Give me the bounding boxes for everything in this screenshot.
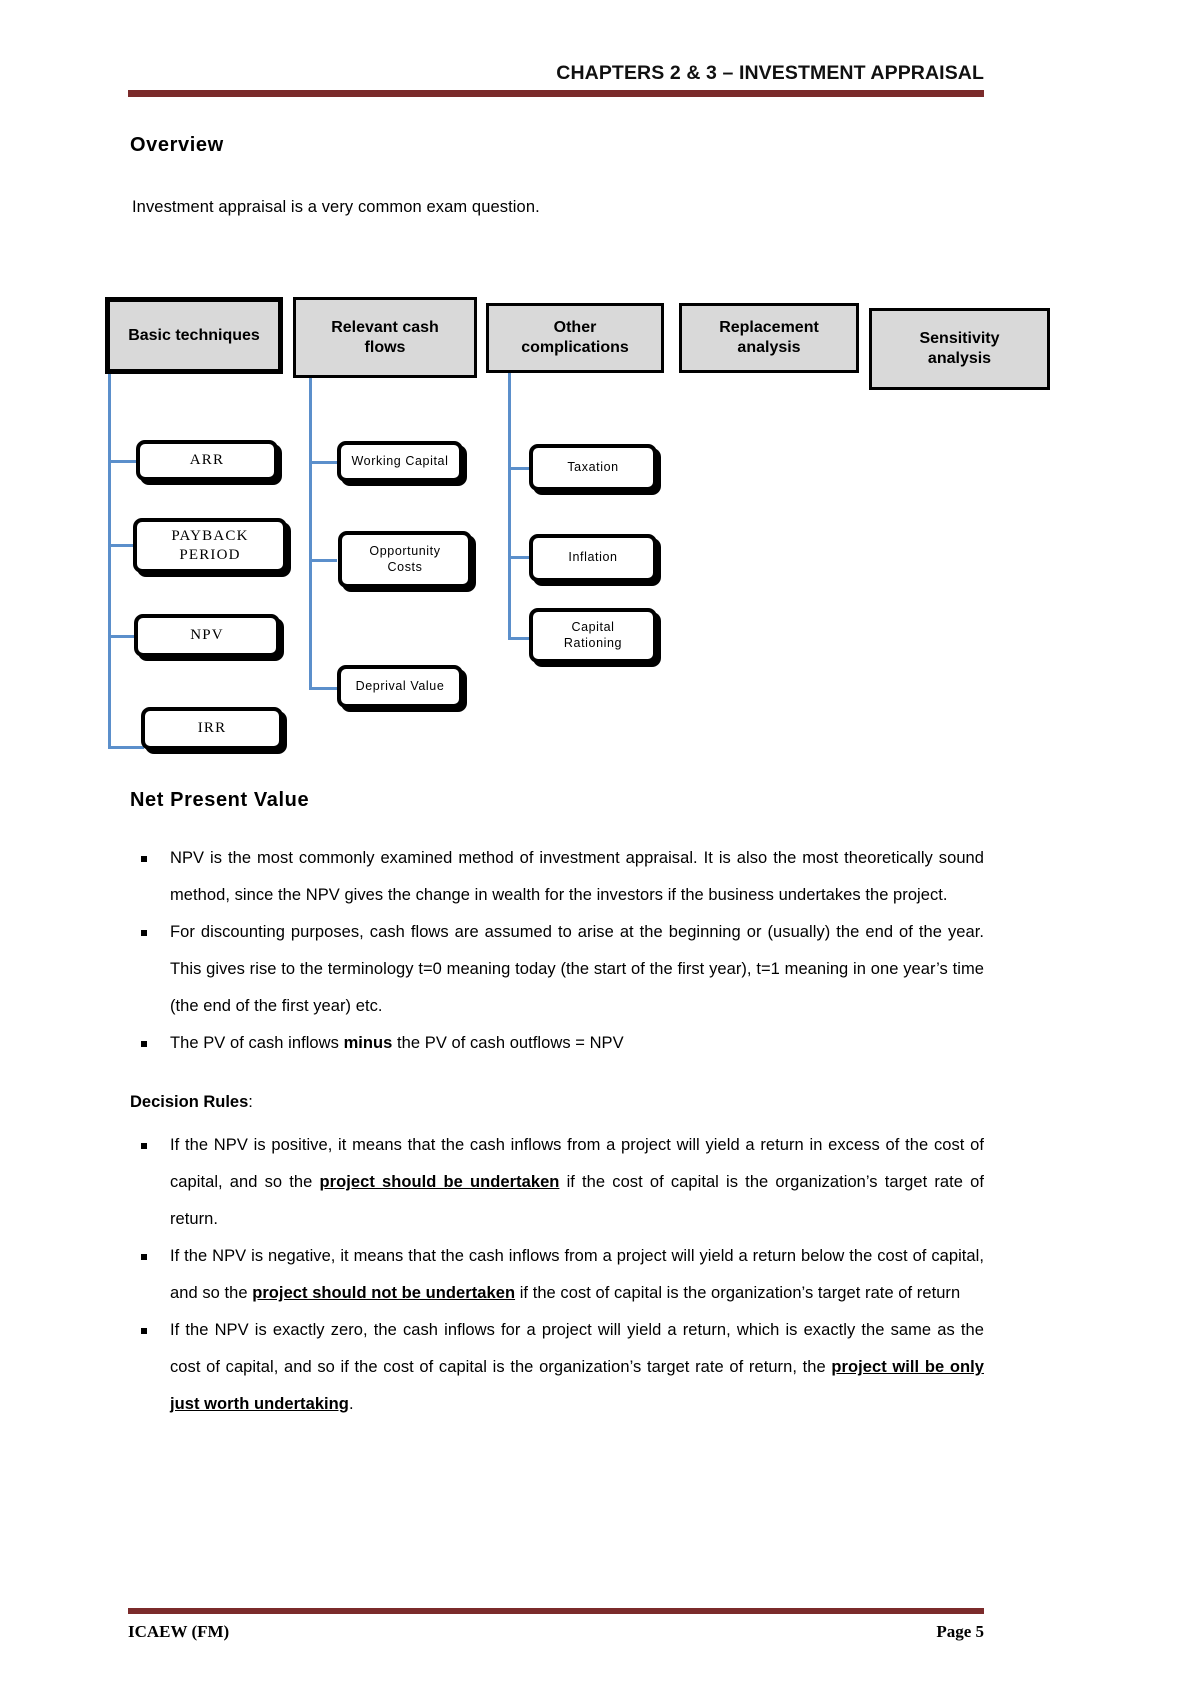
diagram-node-label-line1: Sensitivity <box>919 330 1000 347</box>
diagram-node-label-line1: Opportunity <box>369 543 441 558</box>
diagram-node-replacement-analysis[interactable]: Replacement analysis <box>679 303 859 373</box>
bold-underline-run: project will be only just worth undertak… <box>170 1358 984 1413</box>
header-title: CHAPTERS 2 & 3 – INVESTMENT APPRAISAL <box>556 62 984 84</box>
diagram-node-capital-rationing[interactable]: Capital Rationing <box>529 608 657 663</box>
diagram-node-inflation[interactable]: Inflation <box>529 534 657 582</box>
bold-run: minus <box>343 1034 393 1052</box>
diagram-node-label: Basic techniques <box>128 326 260 344</box>
bullet-item: NPV is the most commonly examined method… <box>132 840 984 914</box>
diagram-node-label-line2: Costs <box>387 559 423 574</box>
footer-left-label: ICAEW (FM) <box>128 1622 230 1641</box>
text-run: The PV of cash inflows <box>170 1034 344 1052</box>
diagram-node-label-line1: Capital <box>571 619 615 634</box>
diagram-node-basic-techniques[interactable]: Basic techniques <box>105 297 283 374</box>
overview-heading: Overview <box>130 134 224 156</box>
connector-c1-irr <box>108 746 144 749</box>
footer-rule <box>128 1608 984 1614</box>
text-run: the PV of cash outflows = NPV <box>392 1034 624 1052</box>
diagram-node-working-capital[interactable]: Working Capital <box>337 441 463 482</box>
diagram-node-label-line2: PERIOD <box>179 546 241 563</box>
connector-c2-trunk <box>309 378 312 690</box>
diagram-node-arr[interactable]: ARR <box>136 440 278 481</box>
diagram-node-label-line1: Other <box>553 319 597 336</box>
bullet-item: If the NPV is positive, it means that th… <box>132 1127 984 1238</box>
text-run: . <box>348 1395 354 1413</box>
page-header: CHAPTERS 2 & 3 – INVESTMENT APPRAISAL <box>128 62 984 97</box>
diagram-node-other-complications[interactable]: Other complications <box>486 303 664 373</box>
connector-c3-trunk <box>508 372 511 640</box>
connector-c1-arr <box>108 460 138 463</box>
npv-heading: Net Present Value <box>130 789 310 811</box>
decision-rules-bullet-list: If the NPV is positive, it means that th… <box>132 1127 984 1423</box>
connector-c2-opportunity-costs <box>309 559 337 562</box>
text-run: NPV is the most commonly examined method… <box>170 849 984 904</box>
diagram-node-relevant-cash-flows[interactable]: Relevant cash flows <box>293 297 477 378</box>
connector-c1-trunk <box>108 374 111 749</box>
npv-bullet-list: NPV is the most commonly examined method… <box>132 840 984 1062</box>
diagram-node-label-line1: Relevant cash <box>331 318 439 336</box>
bold-underline-run: project should not be undertaken <box>252 1284 516 1302</box>
diagram-node-label-line1: PAYBACK <box>171 527 249 544</box>
diagram-node-npv[interactable]: NPV <box>134 614 280 657</box>
connector-c3-inflation <box>508 556 534 559</box>
connector-c2-working-capital <box>309 461 337 464</box>
diagram-node-label-line2: complications <box>521 339 629 356</box>
footer-page-number: Page 5 <box>936 1622 984 1641</box>
bold-underline-run: project should be undertaken <box>319 1173 560 1191</box>
diagram-node-taxation[interactable]: Taxation <box>529 444 657 491</box>
text-run: if the cost of capital is the organizati… <box>515 1284 961 1302</box>
connector-c1-npv <box>108 635 138 638</box>
diagram-node-label-line2: Rationing <box>563 635 623 650</box>
overview-paragraph: Investment appraisal is a very common ex… <box>132 198 540 216</box>
diagram-node-label: IRR <box>197 720 227 737</box>
page-footer: ICAEW (FM) Page 5 <box>128 1622 984 1642</box>
diagram-node-sensitivity-analysis[interactable]: Sensitivity analysis <box>869 308 1050 390</box>
connector-c3-capital-rationing <box>508 637 534 640</box>
connector-c1-payback <box>108 544 138 547</box>
diagram-node-label: NPV <box>190 627 224 644</box>
diagram-node-label: ARR <box>189 452 225 469</box>
text-run: if the cost of capital is the organizati… <box>170 1173 984 1228</box>
text-run: If the NPV is negative, it means that th… <box>170 1247 984 1302</box>
diagram-node-label: Deprival Value <box>355 678 445 693</box>
diagram-node-label-line2: flows <box>364 338 406 356</box>
text-run: If the NPV is positive, it means that th… <box>170 1136 984 1191</box>
bullet-item: The PV of cash inflows minus the PV of c… <box>132 1025 984 1062</box>
bullet-item: If the NPV is exactly zero, the cash inf… <box>132 1312 984 1423</box>
diagram-node-irr[interactable]: IRR <box>141 707 283 750</box>
connector-c2-deprival-value <box>309 687 337 690</box>
decision-rules-heading-colon: : <box>248 1093 253 1111</box>
diagram-node-payback-period[interactable]: PAYBACK PERIOD <box>133 518 287 573</box>
text-run: For discounting purposes, cash flows are… <box>170 923 984 1015</box>
diagram-node-opportunity-costs[interactable]: Opportunity Costs <box>338 531 472 588</box>
connector-c3-taxation <box>508 467 534 470</box>
diagram-node-label-line1: Replacement <box>719 319 819 336</box>
diagram-node-label: Inflation <box>568 550 618 565</box>
bullet-item: If the NPV is negative, it means that th… <box>132 1238 984 1312</box>
diagram-node-label: Working Capital <box>351 453 449 468</box>
diagram-node-label-line2: analysis <box>737 339 801 356</box>
text-run: If the NPV is exactly zero, the cash inf… <box>170 1321 984 1376</box>
diagram-node-deprival-value[interactable]: Deprival Value <box>337 665 463 708</box>
diagram-node-label-line2: analysis <box>927 350 992 367</box>
header-rule <box>128 90 984 97</box>
bullet-item: For discounting purposes, cash flows are… <box>132 914 984 1025</box>
diagram-node-label: Taxation <box>567 459 619 474</box>
decision-rules-heading: Decision Rules: <box>130 1093 253 1112</box>
decision-rules-heading-text: Decision Rules <box>130 1093 249 1111</box>
